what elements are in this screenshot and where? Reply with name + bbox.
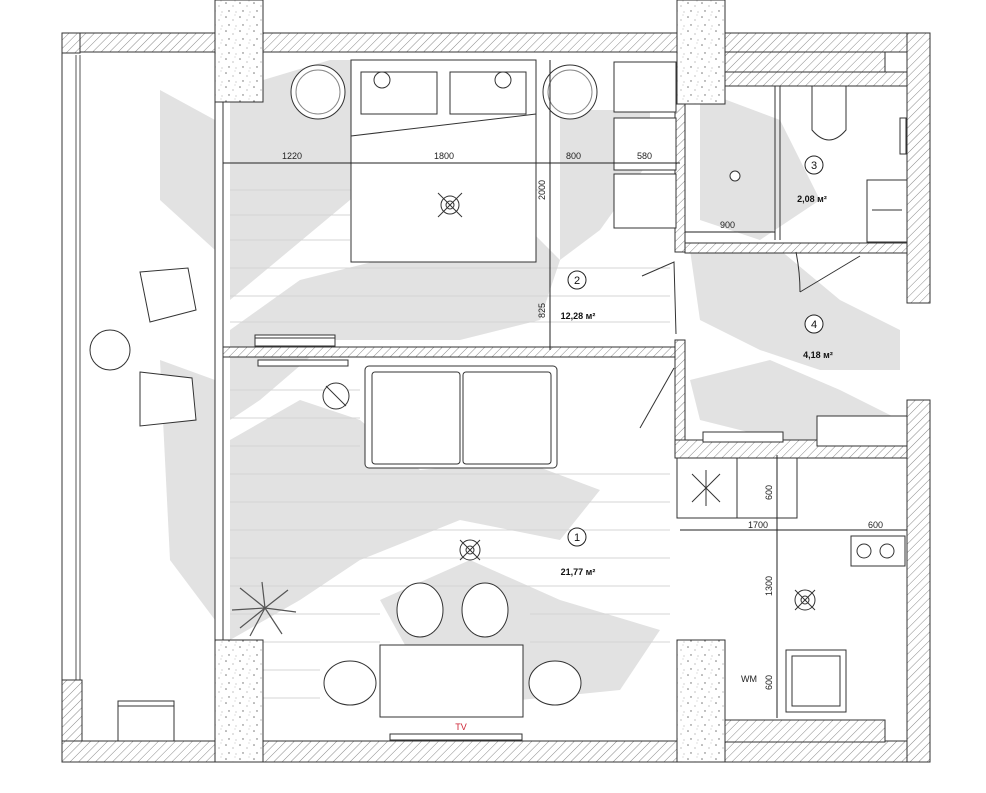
room-2-area: 12,28 м²: [561, 311, 596, 321]
dim-825: 825: [537, 303, 547, 318]
living-furniture: [254, 337, 582, 741]
dim-580: 580: [637, 151, 652, 161]
dim-600-side: 600: [868, 520, 883, 530]
room-2-number: 2: [574, 275, 580, 287]
dim-2000: 2000: [537, 180, 547, 200]
plant-icon: [231, 581, 297, 637]
bathroom-fixtures: [729, 85, 908, 243]
dimension-lines: [223, 60, 907, 718]
room-1-marker: 1 21,77 м²: [561, 527, 596, 577]
doors: [639, 251, 861, 429]
room-3-area: 2,08 м²: [797, 194, 827, 204]
room-1-area: 21,77 м²: [561, 567, 596, 577]
balcony-furniture: [89, 267, 197, 427]
room-4-number: 4: [811, 319, 817, 331]
dim-600-upper: 600: [764, 485, 774, 500]
walls: [61, 32, 931, 763]
dim-1220: 1220: [282, 151, 302, 161]
tv-label: TV: [455, 722, 467, 732]
dim-1800: 1800: [434, 151, 454, 161]
room-3-number: 3: [811, 160, 817, 172]
bedroom-furniture: [290, 59, 677, 263]
washing-machine-label: WM: [741, 674, 757, 684]
dim-1300: 1300: [764, 576, 774, 596]
dim-1700: 1700: [748, 520, 768, 530]
room-3-marker: 3 2,08 м²: [797, 155, 827, 204]
room-4-area: 4,18 м²: [803, 350, 833, 360]
room-4-marker: 4 4,18 м²: [803, 314, 833, 360]
room-1-number: 1: [574, 532, 580, 544]
concrete-columns: [214, 0, 726, 763]
dim-600-lower: 600: [764, 675, 774, 690]
dim-900: 900: [720, 220, 735, 230]
dim-800: 800: [566, 151, 581, 161]
room-2-marker: 2 12,28 м²: [561, 270, 596, 321]
